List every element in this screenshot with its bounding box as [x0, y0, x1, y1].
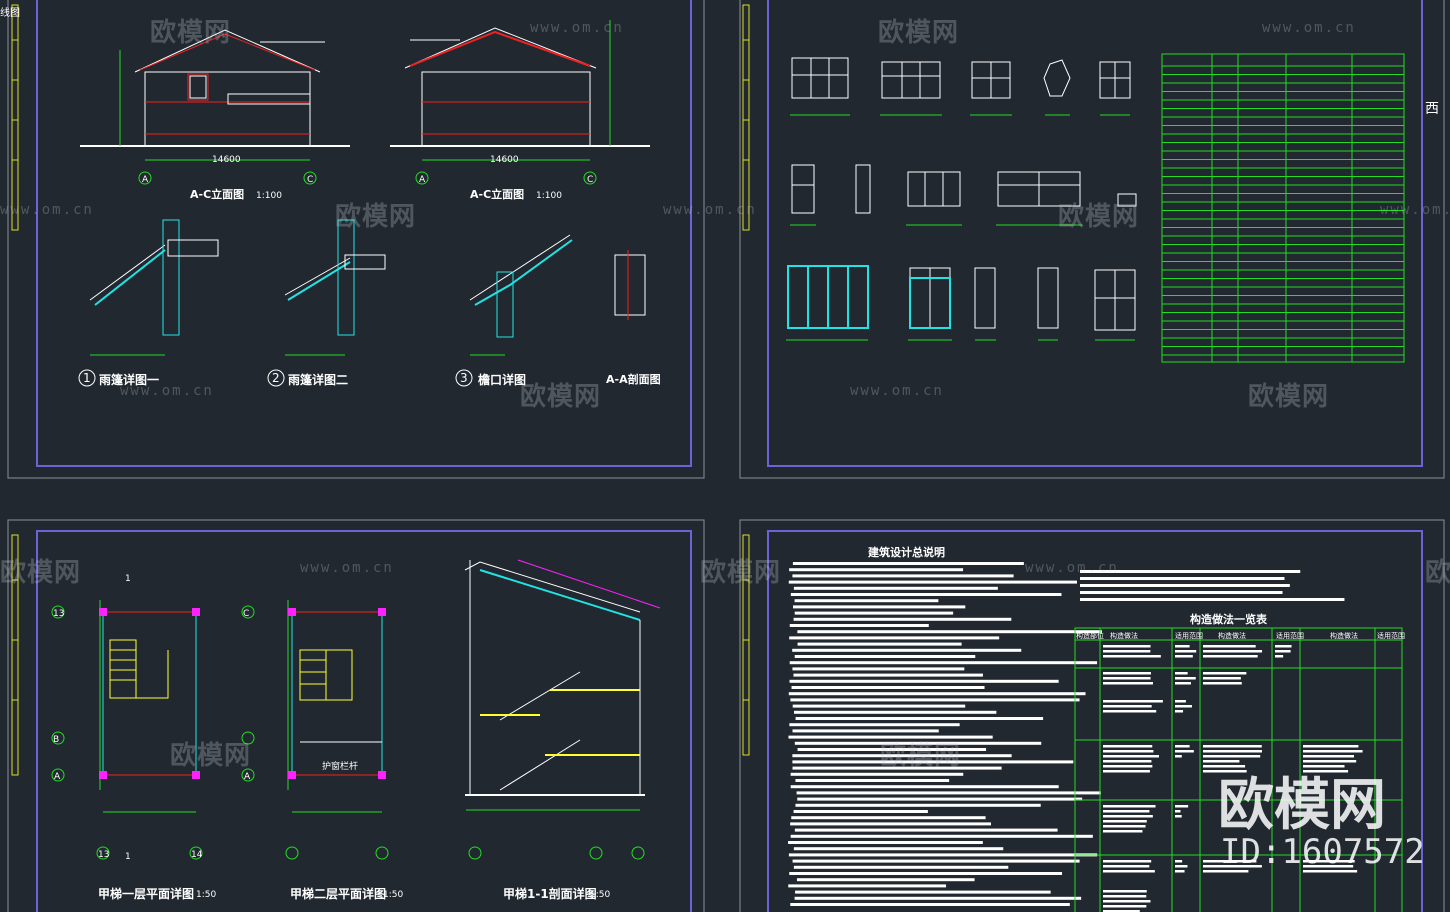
- watermark-url: www.om.cn: [530, 20, 624, 36]
- dimension-label: 14600: [490, 155, 519, 165]
- table-header: 构造做法: [1110, 632, 1138, 640]
- table-header: 适用范围: [1175, 632, 1203, 640]
- axis-label: 14: [191, 850, 203, 860]
- elevation-title-right: A-C立面图: [470, 188, 525, 201]
- title-strips: [11, 4, 750, 776]
- detail-number: 3: [460, 371, 468, 385]
- watermark-brand: 欧模网: [878, 18, 960, 48]
- sheet-borders: [7, 0, 1445, 912]
- design-notes-title: 建筑设计总说明: [868, 546, 945, 559]
- watermark-brand: 欧模网: [335, 202, 417, 232]
- axis-label: A: [54, 772, 61, 782]
- watermark-url: www.om.cn: [1262, 20, 1356, 36]
- canopy-details: [89, 219, 646, 356]
- stair-section: [464, 559, 661, 811]
- detail-title-2: 雨篷详图二: [288, 373, 349, 387]
- detail-number: 1: [83, 371, 91, 385]
- section-mark: 1: [125, 574, 131, 584]
- axis-label: B: [53, 735, 60, 745]
- detail-title-1: 雨篷详图一: [99, 373, 160, 387]
- elevation-title-left: A-C立面图: [190, 188, 245, 201]
- notes-text-lines: [788, 562, 1345, 906]
- axis-label: C: [587, 175, 594, 185]
- detail-title-3: 檐口详图: [478, 373, 527, 387]
- table-header: 构造做法: [1218, 632, 1246, 640]
- stair-section-title: 甲梯1-1剖面详图: [503, 887, 597, 901]
- big-watermark-id: ID:1607572: [1220, 832, 1425, 872]
- window-dimension-lines: [786, 114, 1135, 341]
- window-elevations: [791, 57, 1137, 331]
- sheet-inner-frames: [36, 0, 1423, 912]
- table-header: 构造部位: [1076, 632, 1104, 640]
- watermark-url: www.om.cn: [1380, 202, 1450, 218]
- watermark-url: www.om.cn: [1025, 560, 1119, 576]
- scale-label: 1:100: [536, 191, 562, 201]
- watermark-brand: 欧模网: [0, 558, 82, 588]
- watermark-brand: 欧模网: [880, 741, 962, 771]
- axis-label: A: [244, 772, 251, 782]
- axis-label: A: [419, 175, 426, 185]
- section-mark: 1: [125, 852, 131, 862]
- axis-label: 13: [98, 850, 110, 860]
- watermark-url: www.om.cn: [663, 202, 757, 218]
- watermark-url: www.om.cn: [120, 383, 214, 399]
- elevation-right: [390, 20, 650, 161]
- edge-label: 西: [1425, 101, 1439, 117]
- section-title-a: A-A剖面图: [606, 373, 661, 386]
- construction-table-text: [1103, 645, 1363, 912]
- table-header: 适用范围: [1377, 632, 1405, 640]
- watermark-brand: 欧模网: [1248, 382, 1330, 412]
- detail-circles: [78, 369, 473, 387]
- scale-label: 1:50: [590, 890, 611, 900]
- construction-table: [1074, 627, 1403, 912]
- watermark-brand: 欧模网: [1425, 558, 1450, 588]
- watermark-brand: 欧模网: [170, 741, 252, 771]
- big-watermark-brand: 欧模网: [1218, 773, 1386, 838]
- watermark-brand: 欧模网: [1058, 202, 1140, 232]
- table-header: 构造做法: [1330, 632, 1358, 640]
- corner-label: 线图: [0, 8, 20, 19]
- axis-label: A: [142, 175, 149, 185]
- watermark-brand: 欧模网: [150, 18, 232, 48]
- scale-label: 1:50: [196, 890, 217, 900]
- table-header: 适用范围: [1276, 632, 1304, 640]
- elevation-left: [80, 29, 350, 161]
- stair-plan-1-title: 甲梯一层平面详图: [98, 887, 195, 901]
- detail-number: 2: [272, 371, 280, 385]
- stair-plan-2-title: 甲梯二层平面详图: [290, 887, 387, 901]
- construction-table-title: 构造做法一览表: [1190, 613, 1267, 626]
- axis-label: 13: [53, 609, 65, 619]
- watermark-brand: 欧模网: [520, 382, 602, 412]
- watermark-url: www.om.cn: [0, 202, 94, 218]
- dimension-label: 14600: [212, 155, 241, 165]
- watermark-url: www.om.cn: [300, 560, 394, 576]
- scale-label: 1:100: [256, 191, 282, 201]
- axis-bubbles-s3: [51, 605, 645, 860]
- glass-door: [787, 265, 951, 329]
- axis-label: C: [243, 609, 250, 619]
- window-schedule-table: [1161, 53, 1405, 363]
- scale-label: 1:50: [383, 890, 404, 900]
- watermark-brand: 欧模网: [700, 558, 782, 588]
- schedule-rows: [1162, 65, 1404, 356]
- stair-plan-2: [287, 600, 383, 813]
- rail-label: 护窗栏杆: [322, 762, 359, 772]
- axis-label: C: [307, 175, 314, 185]
- watermark-url: www.om.cn: [850, 383, 944, 399]
- axis-bubbles-s1: [138, 171, 597, 185]
- stair-plan-1: [99, 600, 197, 813]
- column-markers: [99, 608, 386, 779]
